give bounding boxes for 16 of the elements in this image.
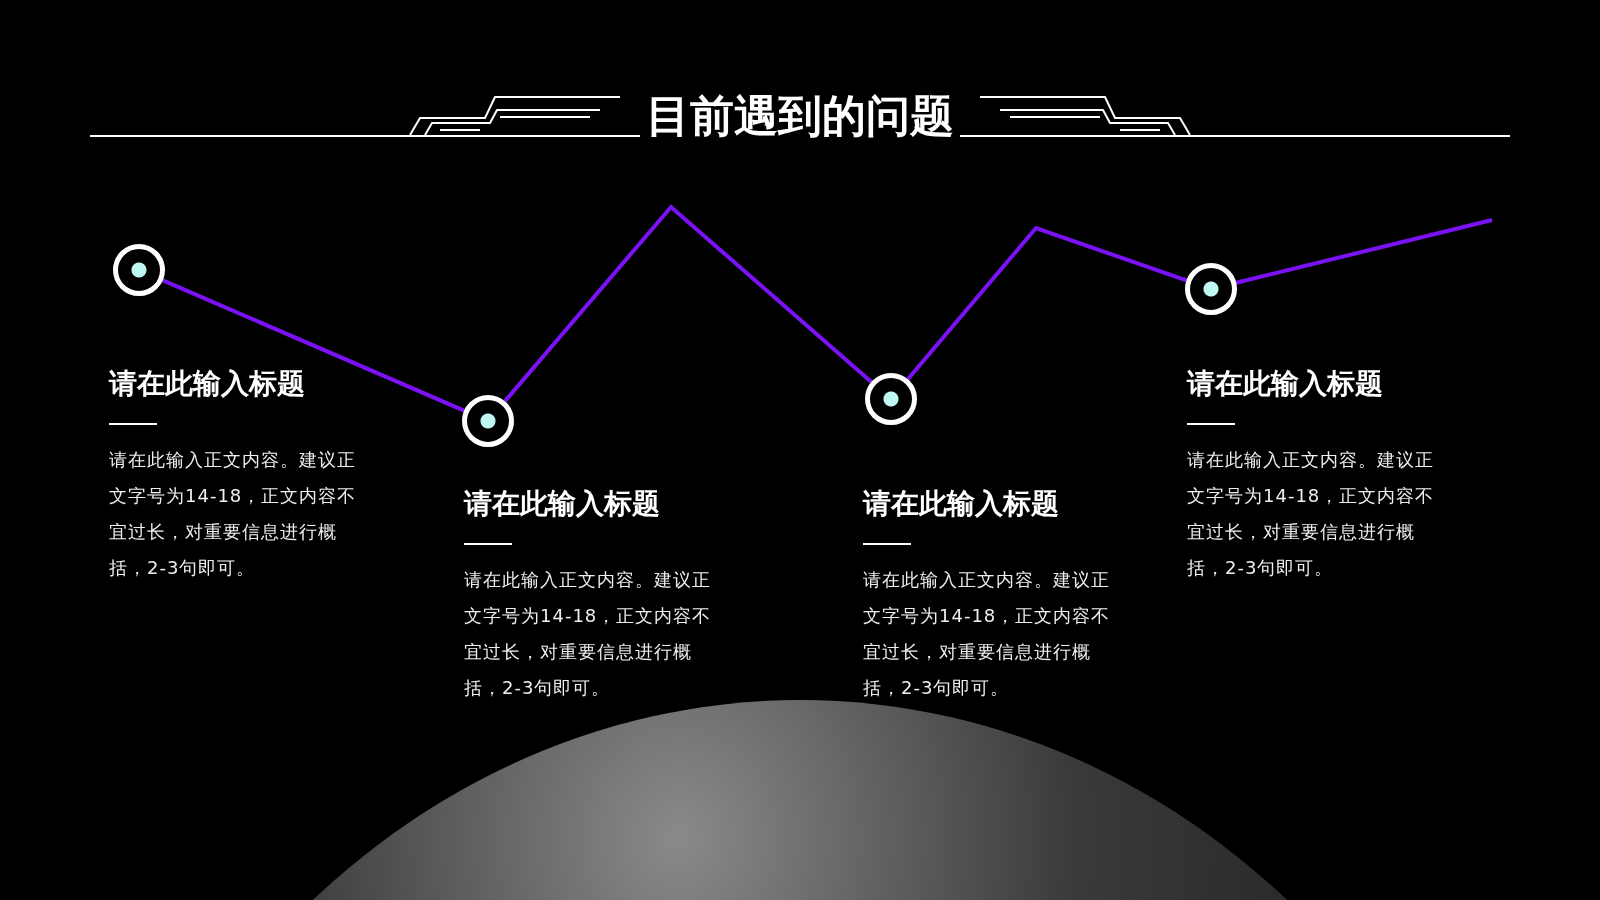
marker-circle <box>113 244 165 296</box>
connector-line <box>162 278 465 413</box>
card-body-text: 请在此输入正文内容。建议正文字号为14-18，正文内容不宜过长，对重要信息进行概括，2-3句即可。 <box>109 448 358 580</box>
card-body-text: 请在此输入正文内容。建议正文字号为14-18，正文内容不宜过长，对重要信息进行概括，2-3句即可。 <box>863 568 1112 700</box>
card-body-text: 请在此输入正文内容。建议正文字号为14-18，正文内容不宜过长，对重要信息进行概括，2-3句即可。 <box>464 568 713 700</box>
marker-circle <box>865 373 917 425</box>
card-body-text: 请在此输入正文内容。建议正文字号为14-18，正文内容不宜过长，对重要信息进行概括，2-3句即可。 <box>1187 448 1436 580</box>
connector-line <box>1235 218 1493 285</box>
card-heading: 请在此输入标题 <box>863 486 1059 522</box>
card-heading: 请在此输入标题 <box>109 366 305 402</box>
marker-circle <box>1185 263 1237 315</box>
connector-line <box>906 225 1188 381</box>
card-heading: 请在此输入标题 <box>464 486 660 522</box>
connector-line <box>503 204 873 403</box>
card-heading: 请在此输入标题 <box>1187 366 1383 402</box>
marker-circle <box>462 395 514 447</box>
